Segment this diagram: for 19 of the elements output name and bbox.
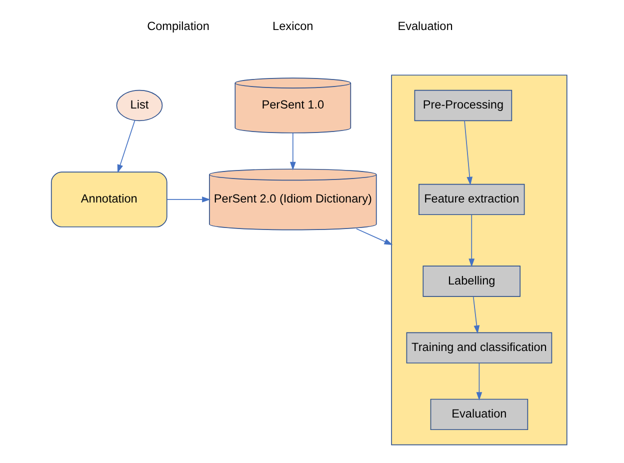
arrow: [356, 228, 392, 246]
label: Lexicon: [272, 18, 313, 33]
node-box: Pre-Processing: [414, 90, 512, 122]
node-box: Evaluation: [430, 398, 528, 430]
arrow: [289, 132, 296, 170]
node-ellipse: List: [116, 90, 162, 122]
label: Evaluation: [397, 18, 452, 33]
arrow: [472, 296, 480, 334]
node-box: Labelling: [422, 266, 520, 297]
arrow: [116, 120, 135, 174]
node-box: Feature extraction: [418, 184, 524, 216]
node-box: Training and classification: [406, 332, 552, 364]
arrow: [468, 214, 474, 268]
arrow: [464, 120, 472, 186]
cluster: [390, 74, 567, 446]
node-box: Annotation: [50, 172, 167, 228]
label: Compilation: [146, 18, 209, 33]
arrow: [166, 196, 210, 202]
arrow: [476, 362, 482, 400]
